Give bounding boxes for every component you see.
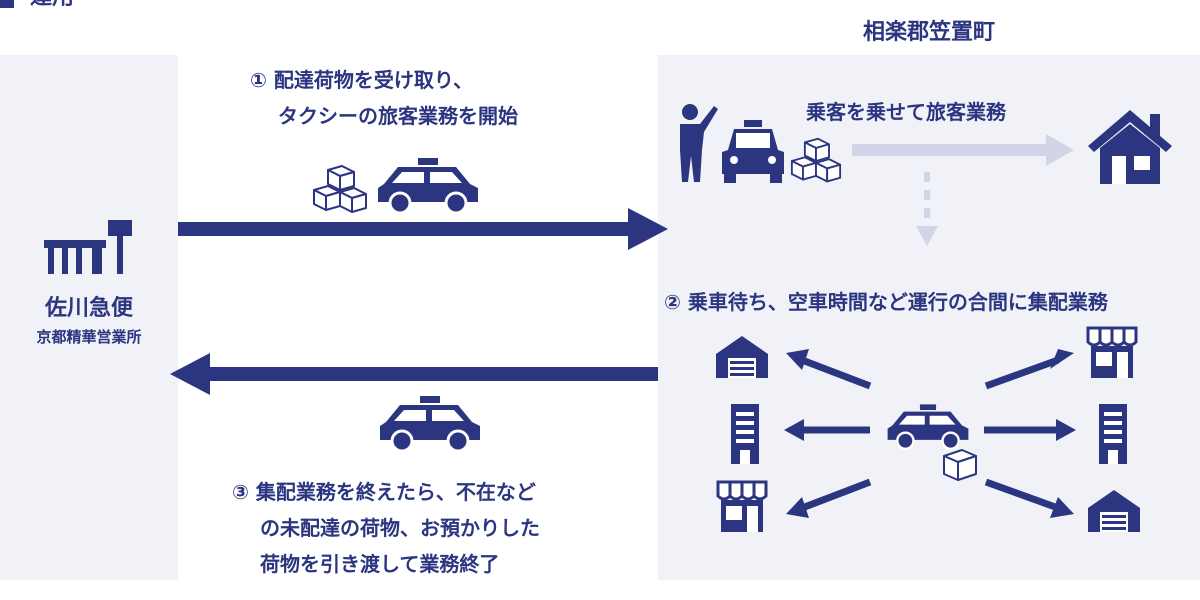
office-branch: 京都精華営業所 — [36, 328, 142, 346]
warehouse-icon — [1088, 490, 1140, 532]
box-icon — [943, 449, 977, 481]
passenger-label: 乗客を乗せて旅客業務 — [806, 100, 1006, 124]
header-accent — [0, 0, 14, 8]
town-name: 相楽郡笠置町 — [862, 20, 995, 45]
step3-line3: 荷物を引き渡して業務終了 — [260, 552, 500, 576]
step3-line1: ③ 集配業務を終えたら、不在など — [232, 480, 536, 504]
shop-icon — [1086, 326, 1138, 378]
taxi-icon — [378, 158, 478, 215]
step3-text: ③ 集配業務を終えたら、不在など の未配達の荷物、お預かりした 荷物を引き渡して… — [232, 474, 652, 582]
step1-line1: ① 配達荷物を受け取り、 — [250, 68, 474, 92]
warehouse-icon — [716, 336, 768, 378]
step2-label: ② 乗車待ち、空車時間など運行の合間に集配業務 — [664, 290, 1108, 314]
header-label: 運用 — [30, 0, 74, 10]
taxi-icon — [887, 404, 969, 451]
taxi-icon — [380, 396, 480, 453]
boxes-icon — [313, 165, 367, 213]
building-icon — [1099, 404, 1127, 464]
office-icon — [44, 220, 132, 274]
step1-text: ① 配達荷物を受け取り、 タクシーの旅客業務を開始 — [250, 62, 650, 134]
office-company: 佐川急便 — [44, 296, 133, 321]
boxes-icon — [790, 137, 842, 183]
sagawa-office-panel — [0, 55, 178, 580]
house-icon — [1088, 110, 1172, 184]
step1-line2: タクシーの旅客業務を開始 — [278, 104, 518, 128]
person-icon — [680, 104, 718, 182]
step3-line2: の未配達の荷物、お預かりした — [260, 516, 540, 540]
shop-icon — [716, 480, 768, 532]
taxi-front-icon — [722, 120, 784, 183]
building-icon — [731, 404, 759, 464]
